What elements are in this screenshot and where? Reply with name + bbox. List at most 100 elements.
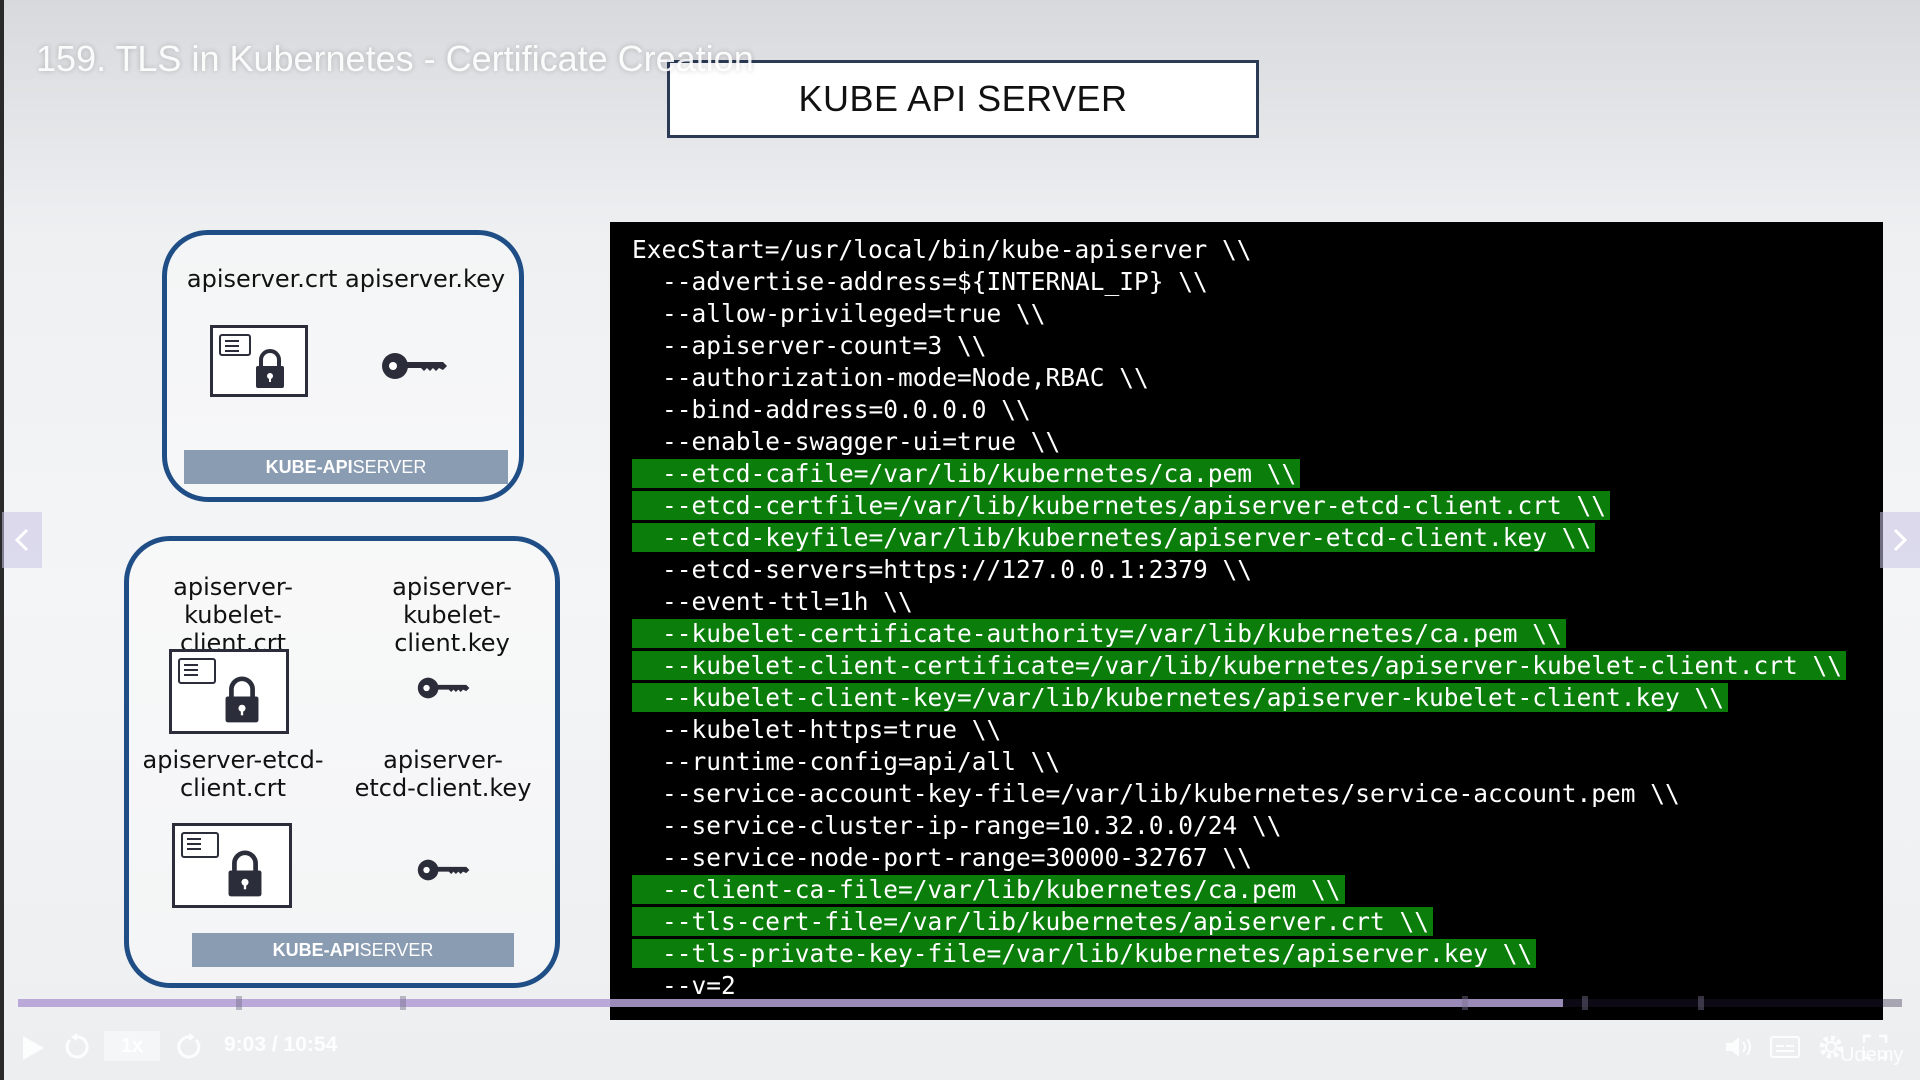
code-line: --bind-address=0.0.0.0 \\ (632, 394, 1883, 426)
code-line: --authorization-mode=Node,RBAC \\ (632, 362, 1883, 394)
code-text: --tls-cert-file=/var/lib/kubernetes/apis… (632, 907, 1434, 936)
code-line: --v=2 (632, 970, 1883, 1002)
next-lecture-button[interactable] (1880, 512, 1920, 568)
play-icon[interactable] (20, 1034, 46, 1062)
code-line: --advertise-address=${INTERNAL_IP} \\ (632, 266, 1883, 298)
code-line: --apiserver-count=3 \\ (632, 330, 1883, 362)
certificate-icon (169, 649, 289, 734)
kube-api-server-label: KUBE-API SERVER (192, 933, 514, 967)
server-bold-text: KUBE-API (272, 939, 360, 960)
label-line: apiserver-etcd- (142, 746, 324, 774)
code-line: --kubelet-https=true \\ (632, 714, 1883, 746)
chapter-marker (1698, 996, 1704, 1010)
code-line: --client-ca-file=/var/lib/kubernetes/ca.… (632, 874, 1883, 906)
apiserver-key-label: apiserver.key (345, 265, 506, 293)
code-line: --service-cluster-ip-range=10.32.0.0/24 … (632, 810, 1883, 842)
chapter-marker (400, 996, 406, 1010)
volume-icon[interactable] (1724, 1034, 1754, 1060)
server-rest-text: SERVER (352, 456, 427, 477)
code-text: --v=2 (662, 971, 736, 1000)
apiserver-crt-label: apiserver.crt (186, 265, 338, 293)
slide-title: KUBE API SERVER (667, 60, 1259, 138)
code-line: --tls-cert-file=/var/lib/kubernetes/apis… (632, 906, 1883, 938)
code-text: --advertise-address=${INTERNAL_IP} \\ (662, 267, 1208, 296)
video-title: 159. TLS in Kubernetes - Certificate Cre… (36, 38, 754, 79)
apiserver-service-config: ExecStart=/usr/local/bin/kube-apiserver … (610, 222, 1883, 1020)
code-text: --kubelet-https=true \\ (662, 715, 1002, 744)
code-text: --kubelet-certificate-authority=/var/lib… (632, 619, 1566, 648)
playback-time: 9:03 / 10:54 (224, 1033, 338, 1056)
certificate-icon (210, 325, 308, 397)
key-icon (417, 859, 470, 881)
code-text: --bind-address=0.0.0.0 \\ (662, 395, 1031, 424)
video-progress-fill (18, 999, 1563, 1007)
certificate-icon (172, 823, 292, 908)
lock-icon (225, 676, 259, 723)
apiserver-client-certs-group: apiserver- kubelet-client.crt apiserver-… (124, 536, 560, 988)
code-text: --authorization-mode=Node,RBAC \\ (662, 363, 1149, 392)
key-icon (417, 677, 470, 699)
chapter-marker (1582, 996, 1588, 1010)
chapter-marker (1462, 996, 1468, 1010)
chevron-left-icon (14, 528, 29, 552)
code-text: --enable-swagger-ui=true \\ (662, 427, 1061, 456)
code-line: --service-account-key-file=/var/lib/kube… (632, 778, 1883, 810)
code-line: --kubelet-client-certificate=/var/lib/ku… (632, 650, 1883, 682)
forward-icon[interactable] (174, 1032, 204, 1062)
code-text: --etcd-keyfile=/var/lib/kubernetes/apise… (632, 523, 1596, 552)
code-line: --etcd-cafile=/var/lib/kubernetes/ca.pem… (632, 458, 1883, 490)
lock-icon (256, 349, 284, 388)
code-line: ExecStart=/usr/local/bin/kube-apiserver … (632, 234, 1883, 266)
code-text: --service-cluster-ip-range=10.32.0.0/24 … (662, 811, 1282, 840)
kube-api-server-label: KUBE-API SERVER (184, 450, 508, 484)
code-text: --event-ttl=1h \\ (662, 587, 913, 616)
kubelet-client-key-label: apiserver-kubelet- client.key (349, 573, 555, 657)
rewind-icon[interactable] (62, 1032, 92, 1062)
code-text: --apiserver-count=3 \\ (662, 331, 987, 360)
previous-lecture-button[interactable] (2, 512, 42, 568)
code-line: --etcd-keyfile=/var/lib/kubernetes/apise… (632, 522, 1883, 554)
code-text: --allow-privileged=true \\ (662, 299, 1046, 328)
apiserver-cert-group: apiserver.crt apiserver.key KUBE-API SER… (162, 230, 524, 502)
code-line: --runtime-config=api/all \\ (632, 746, 1883, 778)
code-line: --kubelet-client-key=/var/lib/kubernetes… (632, 682, 1883, 714)
etcd-client-crt-label: apiserver-etcd- client.crt (135, 746, 331, 802)
code-line: --tls-private-key-file=/var/lib/kubernet… (632, 938, 1883, 970)
code-line: --etcd-certfile=/var/lib/kubernetes/apis… (632, 490, 1883, 522)
captions-icon[interactable] (1770, 1036, 1800, 1058)
settings-icon[interactable] (1816, 1032, 1846, 1062)
kubelet-client-crt-label: apiserver- kubelet-client.crt (135, 573, 331, 657)
label-line: apiserver- (383, 746, 503, 774)
label-line: etcd-client.key (354, 774, 532, 802)
code-line: --etcd-servers=https://127.0.0.1:2379 \\ (632, 554, 1883, 586)
code-text: --etcd-cafile=/var/lib/kubernetes/ca.pem… (632, 459, 1301, 488)
code-text: --etcd-servers=https://127.0.0.1:2379 \\ (662, 555, 1253, 584)
code-text: --runtime-config=api/all \\ (662, 747, 1061, 776)
code-text: --client-ca-file=/var/lib/kubernetes/ca.… (632, 875, 1345, 904)
udemy-logo: Udemy (1840, 1044, 1904, 1066)
code-text: --kubelet-client-key=/var/lib/kubernetes… (632, 683, 1729, 712)
label-line: client.key (394, 629, 510, 657)
code-text: ExecStart=/usr/local/bin/kube-apiserver … (632, 235, 1252, 264)
code-line: --kubelet-certificate-authority=/var/lib… (632, 618, 1883, 650)
server-rest-text: SERVER (359, 939, 434, 960)
fullscreen-icon[interactable] (1862, 1034, 1888, 1060)
code-text: --etcd-certfile=/var/lib/kubernetes/apis… (632, 491, 1611, 520)
code-text: --service-node-port-range=30000-32767 \\ (662, 843, 1253, 872)
code-line: --allow-privileged=true \\ (632, 298, 1883, 330)
lock-icon (228, 850, 262, 897)
label-line: apiserver-kubelet- (392, 573, 512, 629)
code-line: --enable-swagger-ui=true \\ (632, 426, 1883, 458)
code-text: --service-account-key-file=/var/lib/kube… (662, 779, 1680, 808)
video-progress-bar[interactable] (18, 996, 1902, 1010)
key-icon (382, 353, 447, 379)
server-bold-text: KUBE-API (265, 456, 353, 477)
code-line: --service-node-port-range=30000-32767 \\ (632, 842, 1883, 874)
label-line: client.crt (179, 774, 287, 802)
chevron-right-icon (1893, 528, 1908, 552)
playback-speed-button[interactable]: 1x (104, 1031, 160, 1061)
etcd-client-key-label: apiserver- etcd-client.key (345, 746, 541, 802)
label-line: apiserver- (173, 573, 293, 601)
code-text: --kubelet-client-certificate=/var/lib/ku… (632, 651, 1847, 680)
chapter-marker (236, 996, 242, 1010)
